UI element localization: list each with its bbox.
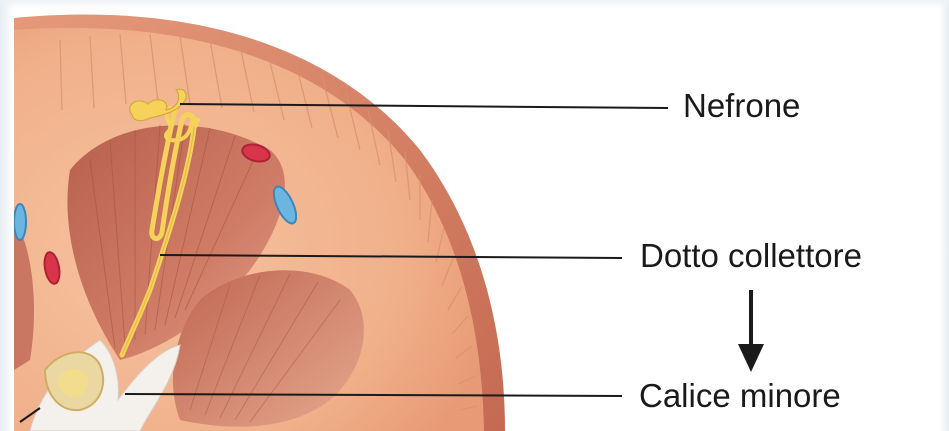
arrow-down-icon bbox=[738, 290, 764, 372]
label-calice-minore: Calice minore bbox=[639, 379, 841, 412]
label-dotto-collettore: Dotto collettore bbox=[640, 239, 862, 272]
label-nefrone: Nefrone bbox=[683, 89, 800, 122]
vein-left-icon bbox=[14, 204, 26, 240]
